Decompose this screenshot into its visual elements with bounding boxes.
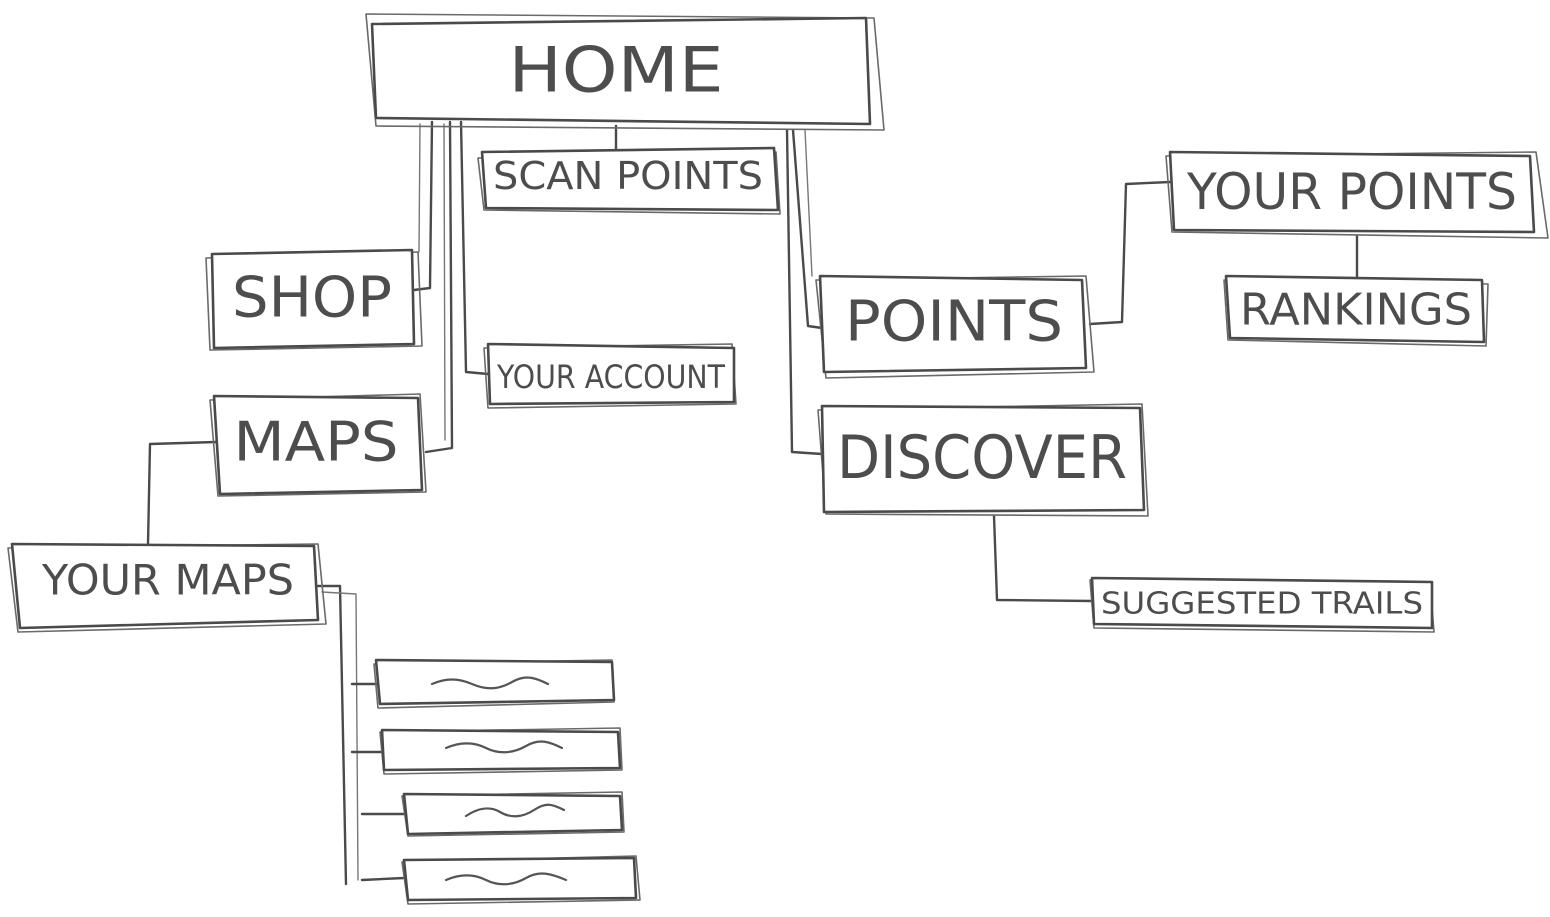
node-discover-label: DISCOVER bbox=[837, 423, 1127, 493]
node-your-maps: YOUR MAPS bbox=[7, 542, 327, 633]
connectors bbox=[146, 120, 1359, 886]
connector-your-maps-list bbox=[316, 584, 348, 886]
node-scan-points-label: SCAN POINTS bbox=[493, 154, 763, 198]
map-item-4 bbox=[401, 855, 641, 905]
node-your-account: YOUR ACCOUNT bbox=[483, 342, 737, 409]
node-rankings-label: RANKINGS bbox=[1240, 285, 1472, 336]
map-item-4-placeholder bbox=[444, 872, 568, 886]
map-item-2 bbox=[379, 727, 623, 775]
node-home-label: HOME bbox=[509, 34, 724, 107]
map-item-3 bbox=[401, 791, 625, 837]
connector-maps-your-maps bbox=[146, 440, 218, 546]
connector-home-discover bbox=[785, 128, 824, 456]
node-shop-label: SHOP bbox=[232, 266, 392, 331]
node-shop: SHOP bbox=[205, 248, 423, 351]
map-item-1-placeholder bbox=[430, 676, 550, 690]
connector-home-points bbox=[791, 128, 824, 330]
node-maps-label: MAPS bbox=[234, 411, 399, 474]
node-your-maps-label: YOUR MAPS bbox=[41, 556, 294, 605]
connector-home-shop bbox=[412, 120, 434, 292]
connector-map-item-4 bbox=[360, 876, 406, 882]
node-points-label: POINTS bbox=[845, 290, 1063, 355]
connector-home-maps bbox=[424, 120, 454, 454]
node-suggested-trails: SUGGESTED TRAILS bbox=[1089, 576, 1435, 633]
node-points: POINTS bbox=[815, 274, 1095, 379]
node-scan-points: SCAN POINTS bbox=[477, 146, 781, 215]
node-maps: MAPS bbox=[209, 393, 427, 497]
node-home: HOME bbox=[365, 13, 885, 131]
node-your-points-label: YOUR POINTS bbox=[1186, 163, 1517, 221]
node-rankings: RANKINGS bbox=[1223, 274, 1489, 347]
map-item-2-placeholder bbox=[444, 740, 564, 754]
connector-home-your-account bbox=[459, 120, 490, 376]
node-discover: DISCOVER bbox=[817, 403, 1149, 517]
node-your-account-label: YOUR ACCOUNT bbox=[496, 358, 725, 396]
connector-discover-suggested-trails bbox=[992, 514, 1094, 603]
node-suggested-trails-label: SUGGESTED TRAILS bbox=[1101, 587, 1423, 622]
node-your-points: YOUR POINTS bbox=[1165, 150, 1549, 239]
connector-points-your-points bbox=[1088, 180, 1172, 326]
map-item-3-placeholder bbox=[464, 803, 566, 818]
map-item-1 bbox=[373, 658, 616, 709]
